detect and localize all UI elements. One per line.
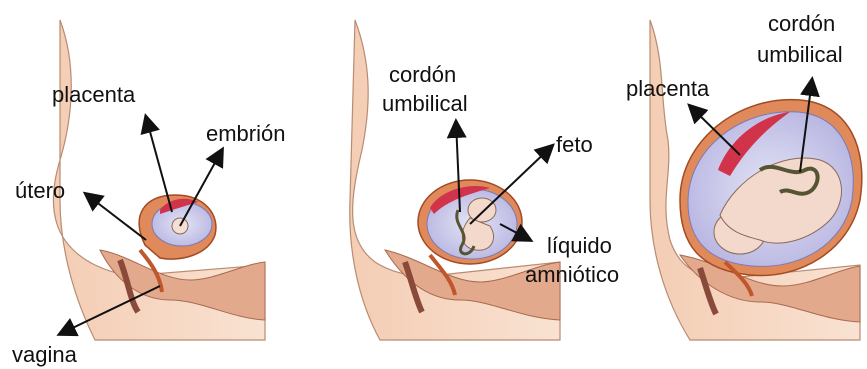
label-fetus: feto [556, 132, 593, 157]
label-uterus: útero [15, 178, 65, 203]
panel-late-pregnancy: cordón umbilical placenta [626, 11, 862, 340]
panel-mid-pregnancy: cordón umbilical feto líquido amniótico [350, 20, 619, 340]
label-cord-line2: umbilical [382, 91, 468, 116]
arrow-uterus [86, 194, 146, 240]
panel-early-pregnancy: placenta embrión útero vagina [12, 20, 285, 367]
label-vagina: vagina [12, 342, 78, 367]
label-fluid-line2: amniótico [525, 262, 619, 287]
label-cord-line1: cordón [768, 11, 835, 36]
label-cord-line2: umbilical [757, 42, 843, 67]
label-fluid-line1: líquido [547, 233, 612, 258]
label-placenta: placenta [52, 82, 136, 107]
label-cord-line1: cordón [389, 62, 456, 87]
label-embryo: embrión [206, 121, 285, 146]
label-placenta: placenta [626, 76, 710, 101]
